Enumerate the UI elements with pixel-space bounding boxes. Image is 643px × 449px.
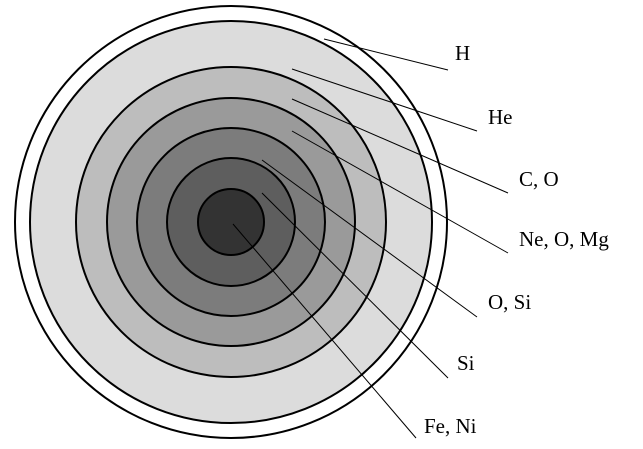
label-carbon-oxygen-shell: C, O [519, 167, 559, 191]
label-iron-nickel-core: Fe, Ni [424, 414, 477, 438]
label-hydrogen-shell: H [455, 41, 470, 65]
leader-line-iron-nickel [232, 223, 417, 439]
leader-lines [232, 38, 509, 439]
leader-line-neon-oxygen-magnesium [291, 130, 509, 254]
shell-iron-nickel [197, 188, 265, 256]
leader-line-hydrogen [323, 38, 449, 71]
label-helium-shell: He [488, 105, 513, 129]
leader-line-oxygen-silicon [261, 159, 478, 318]
label-oxygen-silicon-shell: O, Si [488, 290, 531, 314]
leader-line-helium [291, 68, 478, 132]
leader-line-carbon-oxygen [291, 98, 509, 194]
label-silicon-shell: Si [457, 351, 475, 375]
label-neon-oxygen-magnesium-shell: Ne, O, Mg [519, 227, 609, 251]
shell-rings [14, 5, 448, 439]
leader-line-silicon [261, 192, 449, 379]
shell-labels: H He C, O Ne, O, Mg O, Si Si Fe, Ni [424, 41, 609, 438]
